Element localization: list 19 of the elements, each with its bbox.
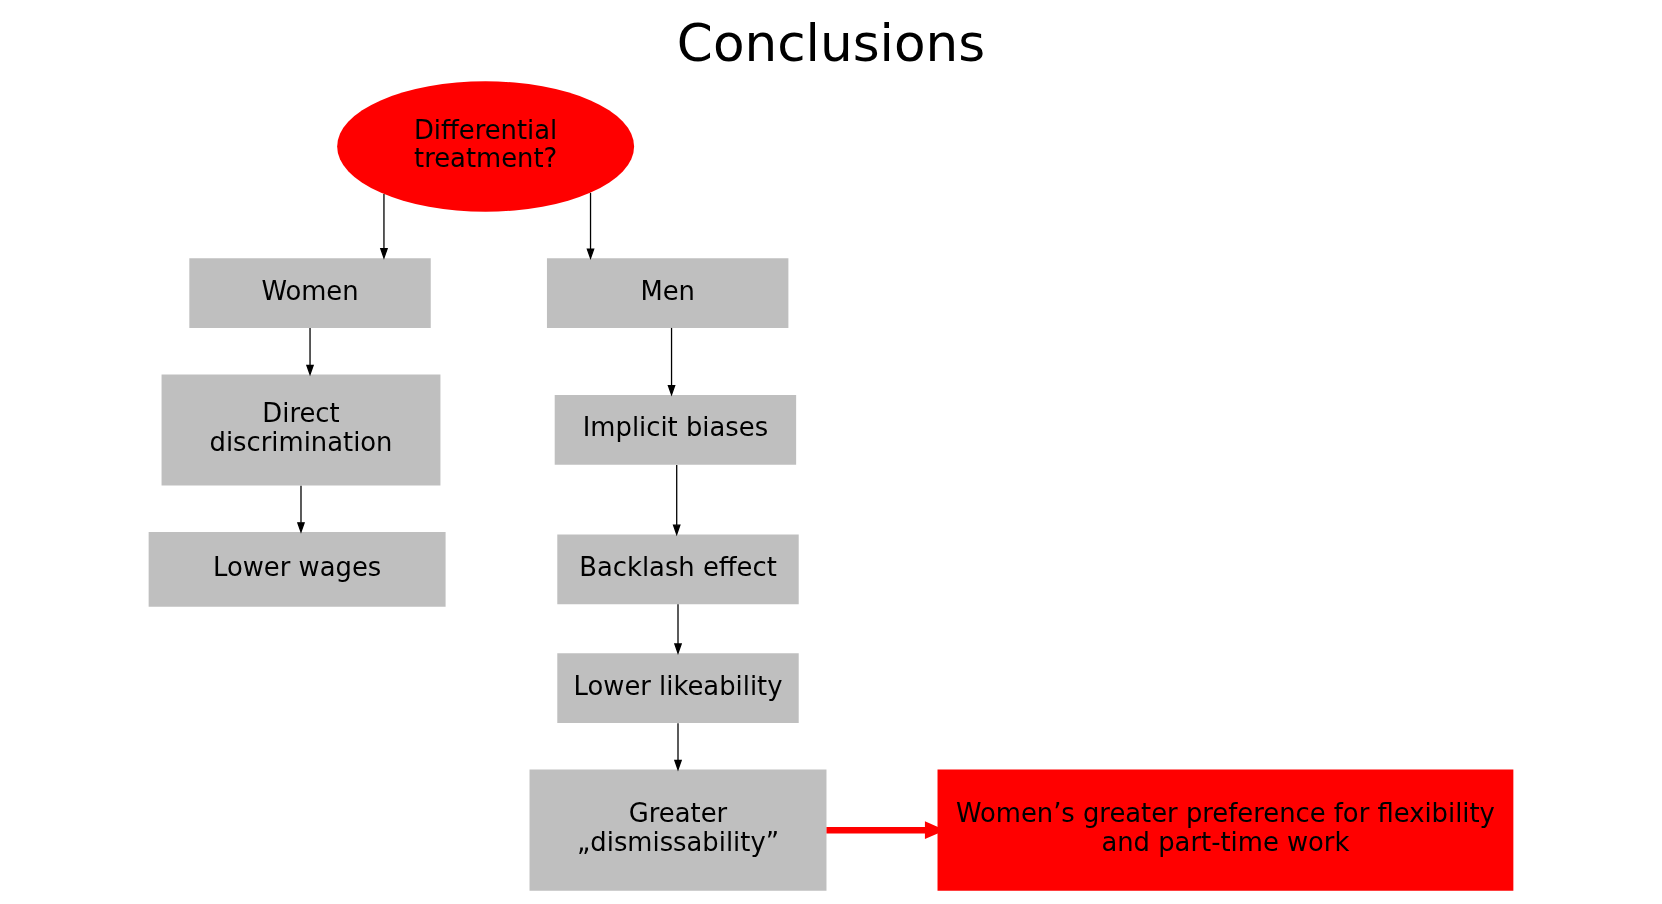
node-ellipse: Differential treatment? — [337, 80, 635, 212]
node-box: Direct discrimination — [161, 373, 441, 485]
arrow — [296, 484, 306, 534]
node-box: Women’s greater preference for flexibility and part-time work — [937, 768, 1514, 891]
arrow — [667, 326, 676, 397]
arrow — [673, 603, 683, 655]
arrow — [379, 192, 388, 260]
node-box: Women — [189, 257, 431, 328]
diagram-title: Conclusions — [676, 12, 986, 73]
arrow — [673, 722, 683, 771]
arrow — [672, 463, 681, 536]
node-box: Men — [546, 257, 789, 328]
node-box: Lower wages — [148, 531, 446, 607]
node-box: Implicit biases — [554, 394, 797, 465]
arrow — [586, 191, 595, 260]
arrow — [305, 326, 315, 376]
node-box: Backlash effect — [557, 534, 799, 604]
node-box: Greater „dismissability” — [529, 768, 827, 891]
node-box: Lower likeability — [557, 652, 799, 723]
